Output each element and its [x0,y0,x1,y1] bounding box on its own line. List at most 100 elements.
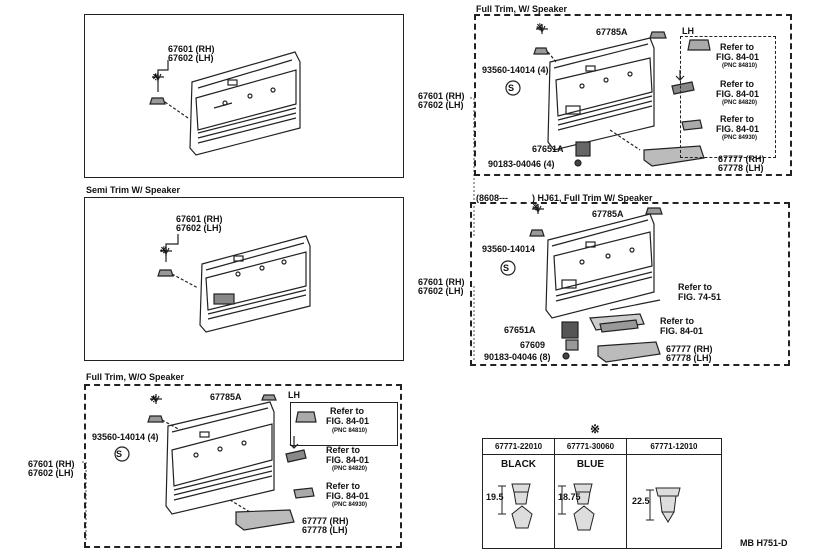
clip-b-icon [574,159,582,167]
door-panel-semi-trim [199,235,311,333]
ref-line3: (PNC 84930) [332,502,368,508]
screw-icon [505,80,521,96]
clip-color: BLACK [501,459,537,470]
ref-line3: (PNC 84810) [722,63,758,69]
callout-speaker: 67609 [520,340,546,350]
panel-full-trim-wo [84,384,402,548]
handle-bezel-icon [671,81,695,95]
ref-line1: Refer to [720,79,755,89]
ref-line1: Refer to [326,445,361,455]
callout-screw: 93560-14014 (4) [482,65,549,75]
panel-title-hj61-suffix: ) HJ61, Full Trim W/ Speaker [532,193,653,203]
callout-part-rh: 67601 (RH) [168,44,215,54]
handle-bezel-icon [599,319,639,333]
panel-title-full-trim-w: Full Trim, W/ Speaker [476,4,568,14]
clip-b-icon [562,352,570,360]
callout-part-rh: 67601 (RH) [176,214,223,224]
door-panel-full-trim-wo [165,401,275,515]
clip-a-icon [645,207,663,215]
asterisk-mark: ※ [160,245,168,255]
panel-title-semi-trim: Semi Trim W/ Speaker [86,185,181,195]
ref-line2: FIG. 84-01 [716,52,760,62]
asterisk-mark: ※ [150,394,158,404]
asterisk-mark: ※ [532,202,540,212]
ref-line3: (PNC 84810) [332,428,368,434]
asterisk-mark: ※ [536,22,544,32]
ref-line1: Refer to [678,282,713,292]
clip-part-number: 67771-12010 [625,438,723,455]
callout-part-lh: 67602 (LH) [168,53,214,63]
callout-side-rh: 67601 (RH) [28,459,75,469]
screw-icon [500,260,516,276]
ref-line1: Refer to [326,481,361,491]
ref-line2: FIG. 84-01 [716,89,760,99]
callout-clip-a: 67785A [210,392,242,402]
callout-grille: 67651A [532,144,564,154]
door-panel-top-left [189,51,301,156]
clip-a-icon [261,394,277,401]
callout-clip-b: 90183-04046 (4) [488,159,555,169]
screw-symbol: S [116,449,123,459]
lh-group-full-trim-w [680,36,776,158]
clip-dimension: 22.5 [632,496,650,506]
ref-line2: FIG. 84-01 [660,326,704,336]
clip-dimension: 18.75 [558,492,581,502]
panel-title-hj61-prefix: (8608--- [476,193,509,203]
ref-line2: FIG. 84-01 [326,491,370,501]
callout-side-rh: 67601 (RH) [418,277,465,287]
callout-pocket-lh: 67778 (LH) [666,353,712,363]
clip-a-icon [649,31,667,39]
clip-part-number: 67771-22010 [481,438,556,455]
callout-side-rh: 67601 (RH) [418,91,465,101]
panel-title-full-trim-wo: Full Trim, W/O Speaker [86,372,185,382]
panel-semi-trim [84,197,404,361]
ref-line1: Refer to [330,406,365,416]
armrest-icon [681,119,703,131]
handle-bezel-icon [285,449,307,463]
clip-icon [149,72,166,105]
footer-code: MB H751-D [740,538,788,548]
callout-pocket-lh: 67778 (LH) [718,163,764,173]
clip-icon [529,204,545,237]
armrest-icon [293,487,315,499]
screw-icon [114,446,130,462]
screw-symbol: S [508,83,515,93]
ref-line2: FIG. 84-01 [716,124,760,134]
callout-screw: 93560-14014 (4) [92,432,159,442]
callout-side-lh: 67602 (LH) [28,468,74,478]
ref-line2: FIG. 84-01 [326,416,370,426]
callout-pocket-rh: 67777 (RH) [718,154,765,164]
ref-line1: Refer to [720,42,755,52]
panel-top-left [84,14,404,178]
handle-icon [687,39,711,51]
pocket-icon [643,145,705,167]
callout-pocket-rh: 67777 (RH) [302,516,349,526]
callout-side-lh: 67602 (LH) [418,100,464,110]
callout-grille: 67651A [504,325,536,335]
asterisk-mark: ※ [152,72,160,82]
lh-label: LH [288,390,300,400]
clip-part-number: 67771-30060 [554,438,627,455]
lh-label: LH [682,26,694,36]
handle-icon [295,411,317,423]
ref-line1: Refer to [660,316,695,326]
clip-icon [533,24,549,55]
callout-clip-a: 67785A [592,209,624,219]
panel-full-trim-w [474,14,792,176]
callout-part-lh: 67602 (LH) [176,223,222,233]
callout-pocket-lh: 67778 (LH) [302,525,348,535]
callout-screw: 93560-14014 [482,244,536,254]
speaker-icon [565,339,579,351]
ref-line3: (PNC 84820) [722,100,758,106]
ref-line3: (PNC 84930) [722,135,758,141]
pocket-icon [235,509,295,531]
speaker-grille-icon [561,321,579,339]
ref-line3: (PNC 84820) [332,466,368,472]
panel-hj61 [470,202,790,366]
clip-cell [625,454,723,549]
clip-dimension: 19.5 [486,492,504,502]
screw-symbol: S [503,263,510,273]
speaker-grille-icon [575,141,591,157]
callout-side-lh: 67602 (LH) [418,286,464,296]
ref-line2: FIG. 84-01 [326,455,370,465]
